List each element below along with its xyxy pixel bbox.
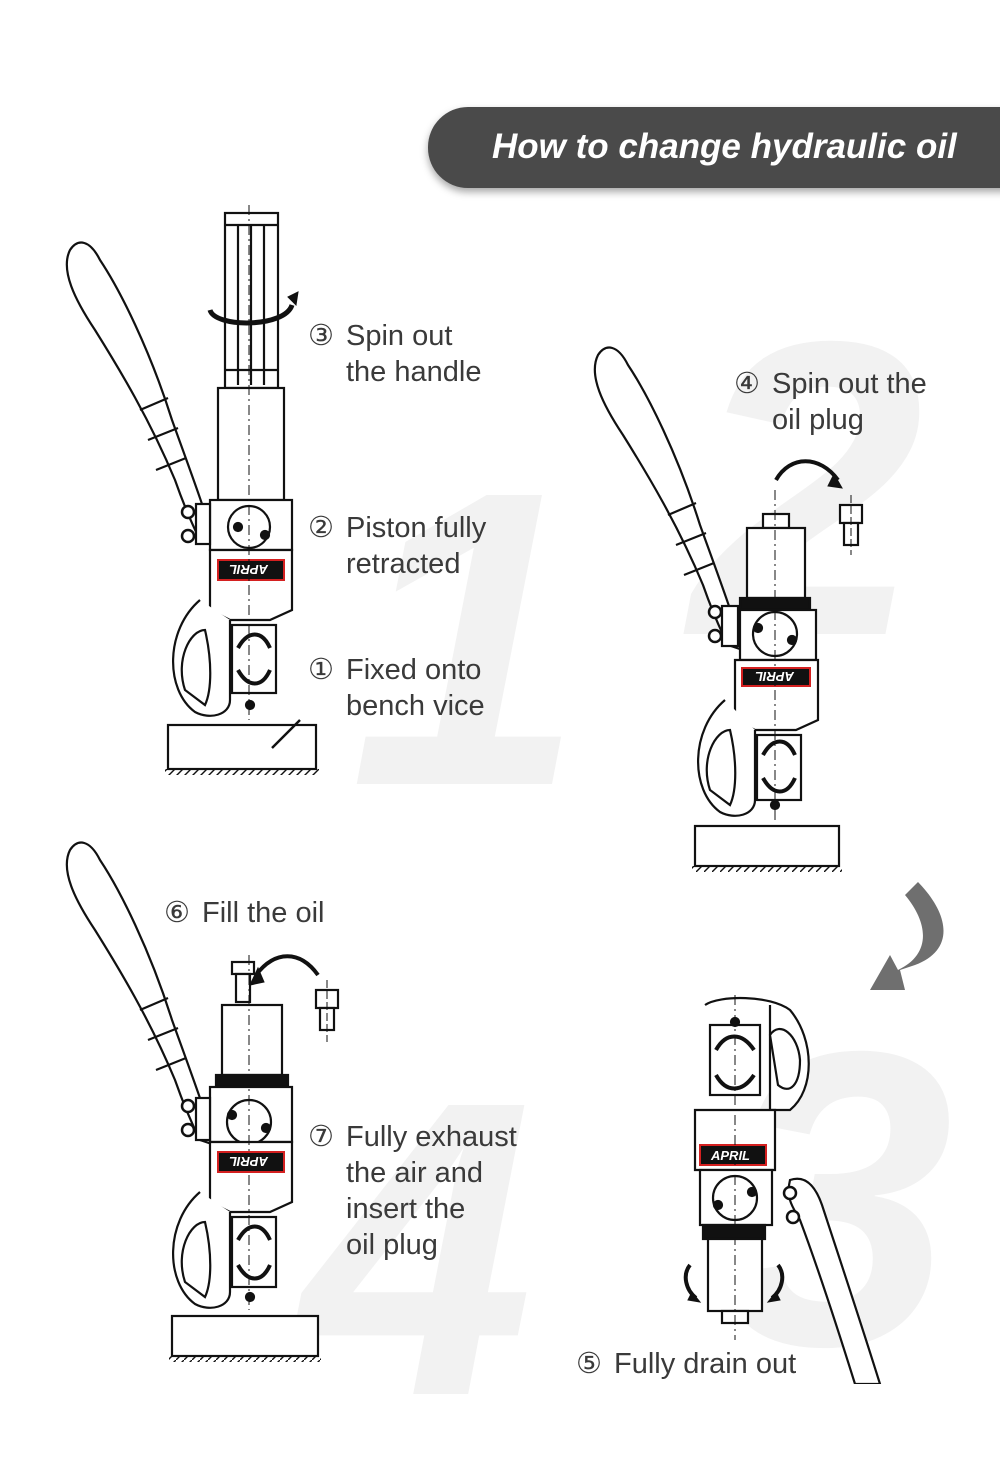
tool-diagram-2 [593, 346, 864, 872]
step-4-marker: ④ [734, 368, 760, 400]
quadrant-number-1: 1 [350, 405, 584, 874]
step-5-caption: ⑤ Fully drain out [576, 1346, 796, 1382]
step-4-line2: oil plug [772, 404, 864, 436]
step-3-line1: Spin out [346, 320, 453, 352]
step-7-line2: the air and [346, 1157, 484, 1189]
step-7-line4: oil plug [346, 1229, 438, 1261]
brand-plate-3: APRIL [710, 1148, 750, 1163]
step-3-line2: the handle [346, 356, 482, 388]
step-3-caption: ③ Spin out the handle [308, 318, 481, 390]
step-6-line1: Fill the oil [202, 897, 325, 929]
step-1-line1: Fixed onto [346, 654, 482, 686]
step-7-line3: insert the [346, 1193, 466, 1225]
transition-arrow [870, 882, 944, 990]
step-7-caption: ⑦ Fully exhaust the air and insert the oi… [308, 1119, 517, 1263]
crimping-tool-diagrams: APRIL APRIL APRIL APRIL [65, 205, 944, 1384]
step-4-line1: Spin out the [772, 368, 927, 400]
brand-plate-4: APRIL [229, 1154, 269, 1169]
step-2-marker: ② [308, 512, 334, 544]
step-6-marker: ⑥ [164, 897, 190, 929]
step-7-marker: ⑦ [308, 1121, 334, 1153]
step-7-line1: Fully exhaust [346, 1121, 517, 1153]
step-1-caption: ① Fixed onto bench vice [308, 652, 485, 724]
tool-diagram-4 [65, 841, 340, 1362]
step-2-line2: retracted [346, 548, 461, 580]
step-2-caption: ② Piston fully retracted [308, 510, 486, 582]
tool-diagram-1 [65, 205, 319, 775]
title-banner [428, 107, 1000, 188]
step-5-marker: ⑤ [576, 1348, 602, 1380]
step-2-line1: Piston fully [346, 512, 487, 544]
step-3-marker: ③ [308, 320, 334, 352]
tool-diagram-3 [683, 995, 882, 1384]
step-5-line1: Fully drain out [614, 1348, 797, 1380]
page-title: How to change hydraulic oil [492, 127, 957, 166]
brand-plate-1: APRIL [229, 562, 269, 577]
step-1-marker: ① [308, 654, 334, 686]
step-6-caption: ⑥ Fill the oil [164, 895, 325, 931]
step-4-caption: ④ Spin out the oil plug [734, 366, 927, 438]
brand-plate-2: APRIL [755, 669, 795, 684]
step-1-line2: bench vice [346, 690, 485, 722]
